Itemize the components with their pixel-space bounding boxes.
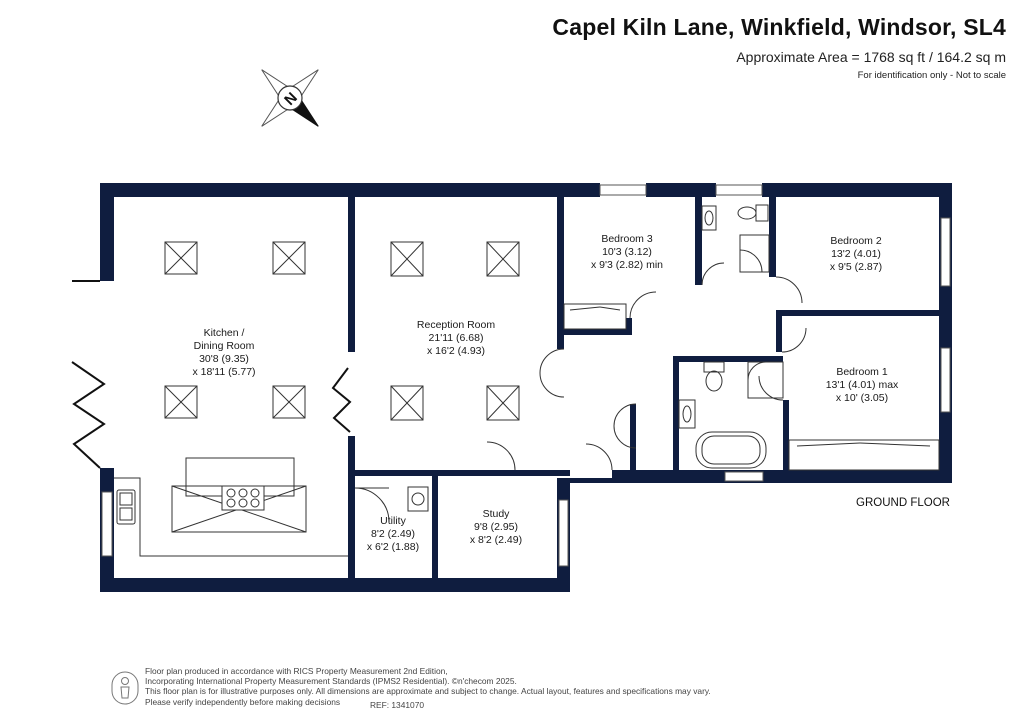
skylights xyxy=(164,241,520,421)
skylight-kitchen-2 xyxy=(272,241,306,275)
floor-label: GROUND FLOOR xyxy=(856,497,950,509)
ensuite-toilet-icon xyxy=(703,361,725,392)
compass-icon xyxy=(261,69,319,127)
skylight-reception-2 xyxy=(486,241,520,277)
skylight-kitchen-3 xyxy=(164,385,198,419)
kitchen-name-1: Kitchen / xyxy=(204,327,245,339)
reference-number: REF: 1341070 xyxy=(370,700,425,710)
person-icon xyxy=(111,671,139,705)
bedroom1-dim-2: x 10' (3.05) xyxy=(836,392,888,404)
wardrobes xyxy=(563,303,940,471)
reception-dim-2: x 16'2 (4.93) xyxy=(427,345,485,357)
toilet-icon xyxy=(737,204,769,222)
skylight-reception-1 xyxy=(390,241,424,277)
bedroom2-name: Bedroom 2 xyxy=(830,235,882,247)
skylight-kitchen-4 xyxy=(272,385,306,419)
property-title: Capel Kiln Lane, Winkfield, Windsor, SL4 xyxy=(552,14,1006,40)
kitchen-dim-1: 30'8 (9.35) xyxy=(199,353,249,365)
wc-basin-icon xyxy=(701,205,717,231)
reception-dim-1: 21'11 (6.68) xyxy=(429,332,484,344)
kitchen-name-2: Dining Room xyxy=(194,340,255,352)
walls xyxy=(100,183,952,592)
plan-header: Capel Kiln Lane, Winkfield, Windsor, SL4… xyxy=(552,14,1006,81)
bathroom-fixtures xyxy=(407,204,784,512)
utility-dim-2: x 6'2 (1.88) xyxy=(367,541,419,553)
approximate-area: Approximate Area = 1768 sq ft / 164.2 sq… xyxy=(736,49,1006,65)
bath-icon xyxy=(695,431,767,469)
utility-name: Utility xyxy=(380,515,406,527)
door-swings xyxy=(354,262,807,523)
reception-name: Reception Room xyxy=(417,319,495,331)
room-labels: Kitchen / Dining Room 30'8 (9.35) x 18'1… xyxy=(192,233,950,553)
sink-icon xyxy=(116,489,136,525)
windows xyxy=(101,184,951,567)
bedroom3-dim-2: x 9'3 (2.82) min xyxy=(591,259,663,271)
footer-line-3: This floor plan is for illustrative purp… xyxy=(145,686,711,697)
kitchen-fittings xyxy=(114,457,348,557)
study-dim-1: 9'8 (2.95) xyxy=(474,521,518,533)
bedroom2-dim-2: x 9'5 (2.87) xyxy=(830,261,882,273)
utility-dim-1: 8'2 (2.49) xyxy=(371,528,415,540)
footer-line-1: Floor plan produced in accordance with R… xyxy=(145,666,448,676)
skylight-reception-3 xyxy=(390,385,424,421)
bedroom1-name: Bedroom 1 xyxy=(836,366,888,378)
utility-sink-icon xyxy=(407,486,429,512)
skylight-kitchen-1 xyxy=(164,241,198,275)
study-name: Study xyxy=(483,508,511,520)
footer: Floor plan produced in accordance with R… xyxy=(110,666,810,716)
ensuite-basin-icon xyxy=(678,399,696,429)
kitchen-dim-2: x 18'11 (5.77) xyxy=(192,366,255,378)
bedroom1-dim-1: 13'1 (4.01) max xyxy=(826,379,899,391)
hob-icon xyxy=(221,485,265,511)
study-dim-2: x 8'2 (2.49) xyxy=(470,534,522,546)
bedroom3-dim-1: 10'3 (3.12) xyxy=(602,246,652,258)
shower-icon xyxy=(739,234,770,273)
footer-line-4: Please verify independently before makin… xyxy=(145,696,341,707)
skylight-reception-4 xyxy=(486,385,520,421)
bedroom2-dim-1: 13'2 (4.01) xyxy=(831,248,881,260)
bifold-doors xyxy=(71,280,352,469)
identification-note: For identification only - Not to scale xyxy=(857,70,1006,81)
footer-line-2: Incorporating International Property Mea… xyxy=(145,676,517,687)
bedroom3-name: Bedroom 3 xyxy=(601,233,653,245)
